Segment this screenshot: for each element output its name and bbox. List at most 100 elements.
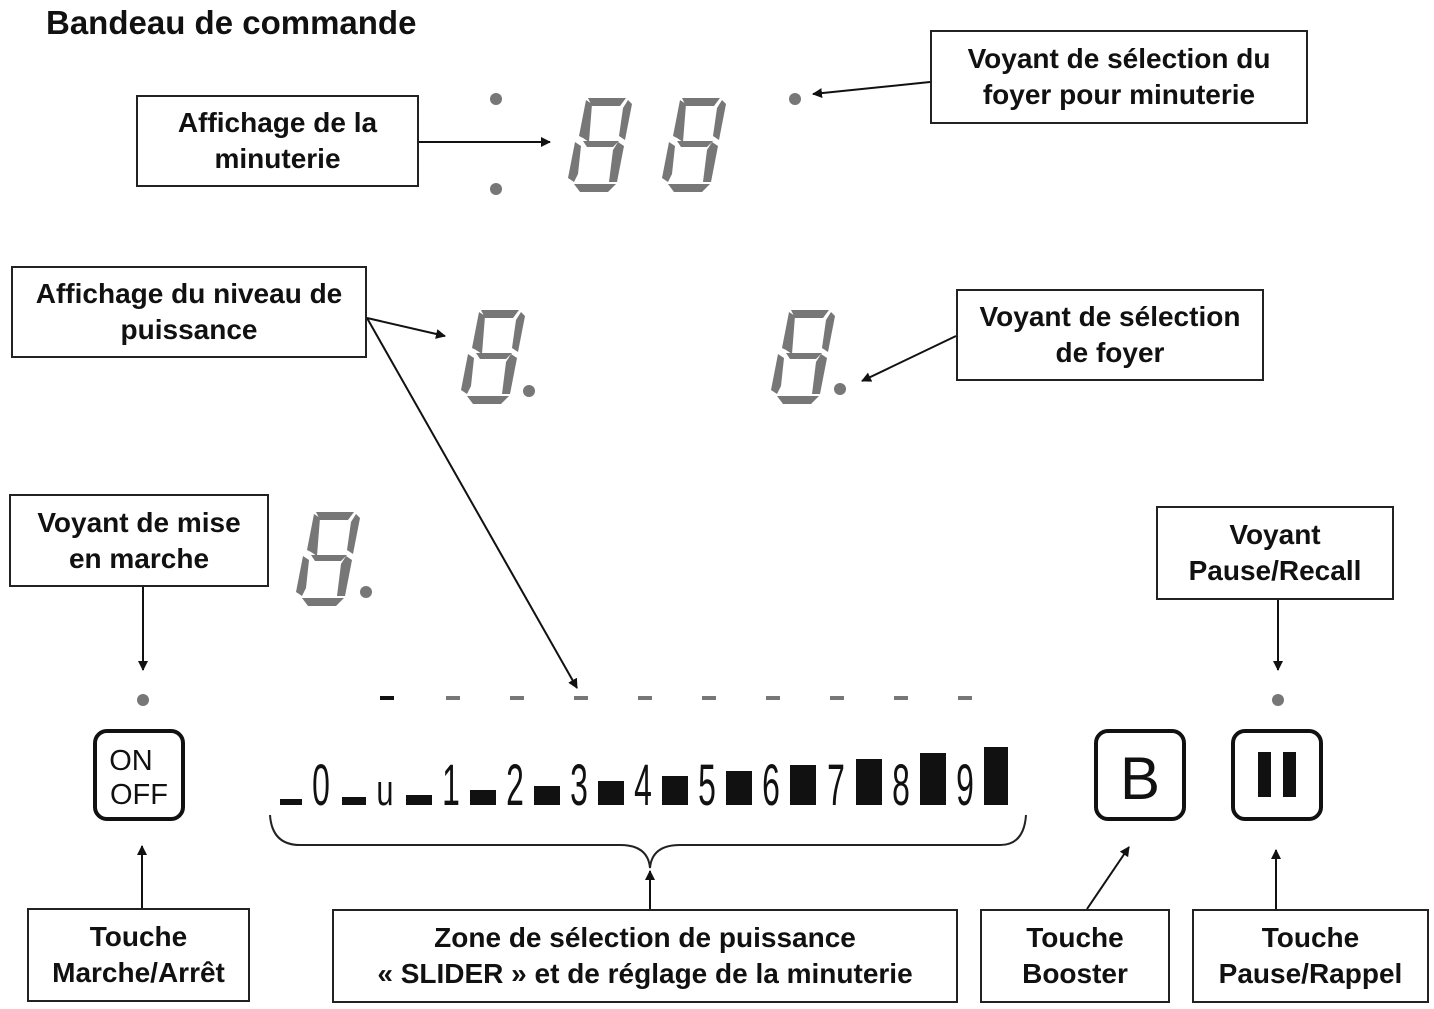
callout-line: Voyant de sélection du xyxy=(967,43,1271,74)
pause-icon xyxy=(1258,752,1296,797)
callout-line: Touche xyxy=(1261,922,1360,953)
slider-dash xyxy=(894,696,908,700)
callout-onoff-key: Touche Marche/Arrêt xyxy=(27,908,250,1002)
power-level-digit xyxy=(296,512,360,606)
callout-line: Voyant de mise xyxy=(37,506,241,538)
zone-select-led xyxy=(834,383,846,395)
slider-bar[interactable] xyxy=(598,781,624,805)
callout-line: Affichage du niveau de xyxy=(35,278,343,309)
slider-label: 3 xyxy=(570,753,588,817)
slider-bar[interactable] xyxy=(342,797,366,805)
callout-pause-key: Touche Pause/Rappel xyxy=(1192,909,1429,1003)
slider-bar[interactable] xyxy=(662,776,688,805)
callout-power-on-led: Voyant de mise en marche xyxy=(9,494,269,587)
slider-label: 4 xyxy=(634,753,652,817)
slider-bar[interactable] xyxy=(534,786,560,805)
pause-bar xyxy=(1283,752,1296,797)
slider-dash xyxy=(380,696,394,700)
timer-zone-led xyxy=(789,93,801,105)
slider-label: 9 xyxy=(956,753,974,817)
leader-lines xyxy=(137,81,1283,910)
arrow-power-display-slider xyxy=(366,317,578,689)
callout-pause-led: Voyant Pause/Recall xyxy=(1156,506,1394,600)
callout-line: Affichage de la xyxy=(177,107,378,138)
timer-colon-dot xyxy=(490,183,502,195)
slider-brace xyxy=(269,814,1027,869)
slider-dash xyxy=(446,696,460,700)
slider-bar[interactable] xyxy=(726,771,752,805)
pause-button[interactable] xyxy=(1231,729,1323,821)
callout-line: Pause/Recall xyxy=(1188,555,1362,586)
callout-line: Touche xyxy=(89,921,188,952)
slider-bar[interactable] xyxy=(984,747,1008,805)
power-level-digit xyxy=(461,310,525,404)
booster-button-frame[interactable] xyxy=(1094,729,1186,821)
arrow-booster-key xyxy=(1086,846,1130,910)
callout-line: Zone de sélection de puissance xyxy=(434,922,856,953)
slider-label: u xyxy=(376,767,393,816)
onoff-on-label: ON xyxy=(109,745,153,777)
slider-indicator-dashes xyxy=(380,696,972,700)
callout-line: en marche xyxy=(68,542,210,574)
callout-booster-key: Touche Booster xyxy=(980,909,1170,1003)
slider-bar[interactable] xyxy=(470,790,496,805)
arrow-timer-zone-led xyxy=(812,81,931,99)
slider-dash xyxy=(638,696,652,700)
slider-bar[interactable] xyxy=(856,759,882,805)
zone-select-led xyxy=(360,586,372,598)
onoff-button[interactable]: ON OFF xyxy=(93,729,185,821)
slider-label: 5 xyxy=(698,753,716,817)
slider-dash xyxy=(574,696,588,700)
slider-bar[interactable] xyxy=(406,795,432,805)
booster-label: B xyxy=(1120,745,1160,812)
slider-dash xyxy=(702,696,716,700)
slider-bar[interactable] xyxy=(280,799,302,805)
callout-line: Voyant xyxy=(1229,519,1321,550)
power-on-led xyxy=(137,694,149,706)
arrow-power-display xyxy=(366,317,446,339)
callout-line: Booster xyxy=(1022,958,1128,989)
pause-led xyxy=(1272,694,1284,706)
slider-label: 1 xyxy=(442,753,460,817)
slider-dash xyxy=(830,696,844,700)
slider-bars[interactable] xyxy=(280,747,1008,805)
slider-label: 0 xyxy=(312,753,330,817)
callout-line: Marche/Arrêt xyxy=(52,957,225,988)
arrow-zone-led xyxy=(861,335,957,382)
callout-power-display: Affichage du niveau de puissance xyxy=(11,266,367,358)
slider-label: 6 xyxy=(762,753,780,817)
booster-button[interactable]: B xyxy=(1094,729,1186,821)
timer-digit xyxy=(662,98,726,192)
callout-line: Pause/Rappel xyxy=(1218,958,1403,989)
callout-line: Touche xyxy=(1026,922,1124,953)
slider-label: 2 xyxy=(506,753,524,817)
callout-line: foyer pour minuterie xyxy=(982,79,1256,110)
callout-line: puissance xyxy=(120,314,258,345)
callout-line: « SLIDER » et de réglage de la minuterie xyxy=(377,958,913,989)
slider-bar[interactable] xyxy=(790,765,816,805)
zone-select-led xyxy=(523,385,535,397)
power-level-digit xyxy=(771,310,835,404)
callout-line: minuterie xyxy=(214,143,341,174)
callout-line: de foyer xyxy=(1055,337,1165,368)
onoff-off-label: OFF xyxy=(110,779,168,811)
callout-zone-led: Voyant de sélection de foyer xyxy=(956,289,1264,381)
slider-label: 8 xyxy=(892,753,910,817)
callout-timer-display: Affichage de la minuterie xyxy=(136,95,419,187)
slider-labels: 0 u 1 2 3 4 5 6 7 8 9 xyxy=(312,753,974,817)
page-title: Bandeau de commande xyxy=(46,4,417,41)
callout-timer-zone-led: Voyant de sélection du foyer pour minute… xyxy=(930,30,1308,124)
callout-line: Voyant de sélection xyxy=(979,301,1241,332)
onoff-button-frame[interactable] xyxy=(93,729,185,821)
slider-dash xyxy=(510,696,524,700)
callout-slider-zone: Zone de sélection de puissance « SLIDER … xyxy=(332,909,958,1003)
timer-digit xyxy=(568,98,632,192)
slider-bar[interactable] xyxy=(920,753,946,805)
slider-dash xyxy=(766,696,780,700)
slider-dash xyxy=(958,696,972,700)
pause-button-frame[interactable] xyxy=(1231,729,1323,821)
timer-colon-dot xyxy=(490,93,502,105)
pause-bar xyxy=(1258,752,1271,797)
slider-label: 7 xyxy=(827,753,845,817)
